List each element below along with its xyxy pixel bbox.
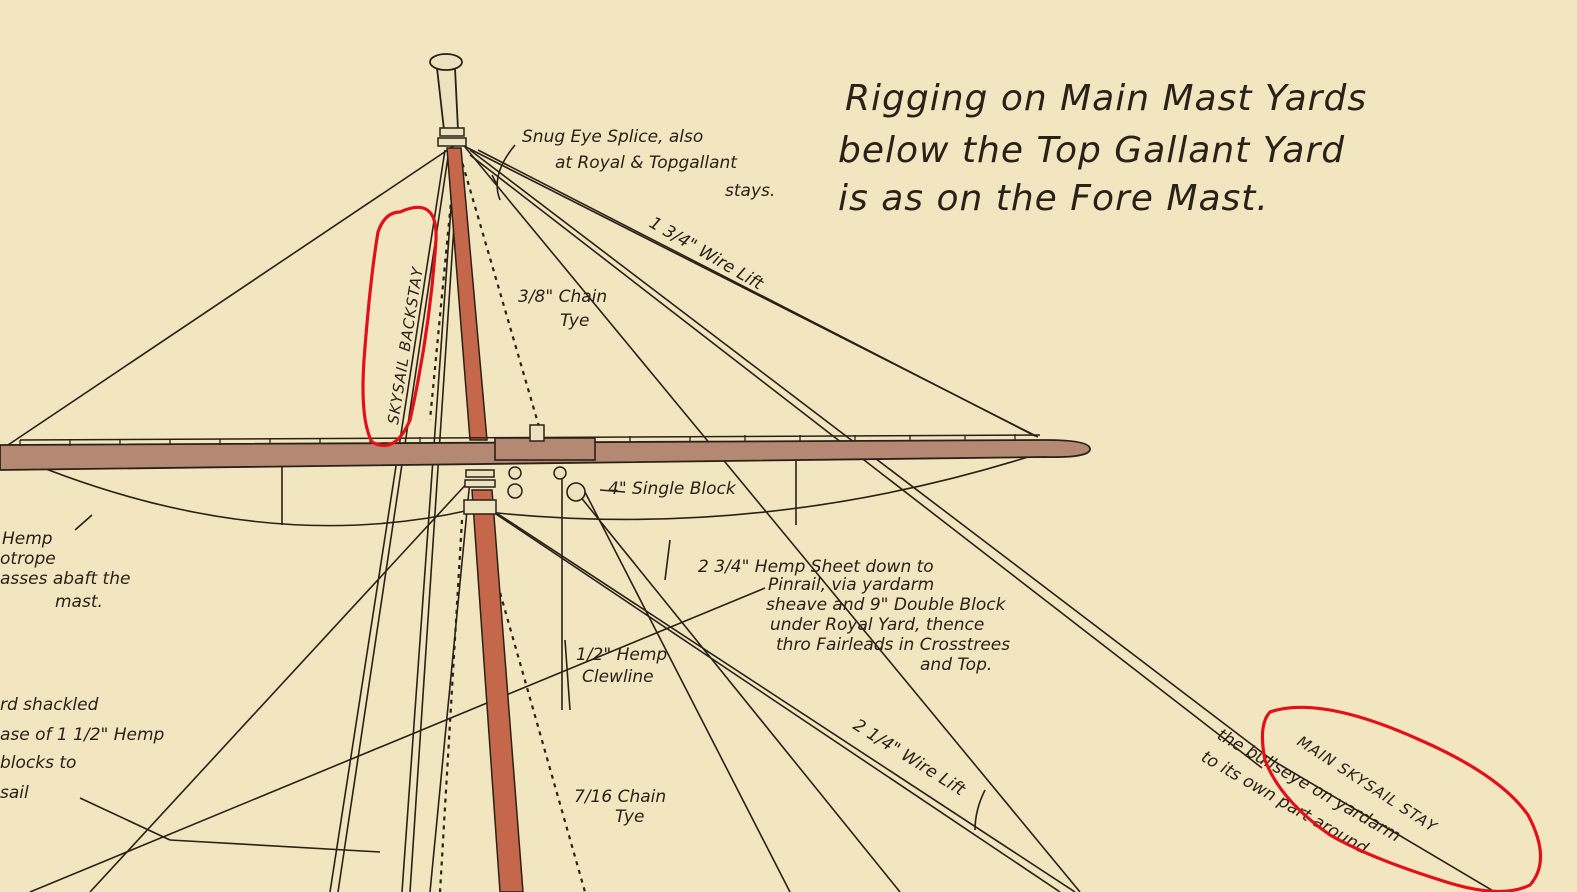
title-line-3: is as on the Fore Mast. (838, 178, 1269, 219)
label-shackled-1: rd shackled (0, 695, 99, 715)
label-hemp-sheet-5: thro Fairleads in Crosstrees (776, 635, 1010, 655)
diagram-title: Rigging on Main Mast Yards below the Top… (838, 78, 1367, 219)
single-block (566, 482, 586, 502)
title-line-2: below the Top Gallant Yard (838, 130, 1345, 171)
mast-lower (471, 489, 524, 892)
rigging-lines (0, 144, 1496, 892)
label-chain-tye-upper-1: 3/8" Chain (518, 287, 607, 307)
label-snug-eye-2: at Royal & Topgallant (555, 153, 738, 173)
mast-truck (429, 53, 463, 71)
label-snug-eye-3: stays. (725, 181, 775, 201)
label-clewline-1: 1/2" Hemp (576, 645, 667, 665)
label-hemp-sheet-2: Pinrail, via yardarm (768, 575, 934, 595)
label-chain-tye-lower-2: Tye (615, 807, 644, 827)
label-hemp-sheet-4: under Royal Yard, thence (770, 615, 984, 635)
label-hemp-sheet-6: and Top. (920, 655, 992, 675)
label-clewline-2: Clewline (582, 667, 654, 687)
label-hemp-sheet-3: sheave and 9" Double Block (766, 595, 1007, 615)
label-snug-eye-1: Snug Eye Splice, also (522, 127, 703, 147)
main-mast (429, 53, 524, 892)
label-footrope-4: mast. (55, 592, 103, 612)
label-shackled-4: sail (0, 783, 29, 803)
mast-upper (446, 147, 488, 441)
label-shackled-2: ase of 1 1/2" Hemp (0, 725, 165, 745)
label-footrope-1: Hemp (2, 529, 53, 549)
label-chain-tye-upper-2: Tye (560, 311, 589, 331)
label-single-block: 4" Single Block (608, 479, 737, 499)
label-hemp-sheet-1: 2 3/4" Hemp Sheet down to (698, 557, 934, 577)
highlight-main-skysail-stay (1260, 705, 1543, 892)
highlight-marks (361, 205, 1543, 892)
highlight-skysail-backstay (361, 205, 438, 448)
label-footrope-3: asses abaft the (0, 569, 130, 589)
label-shackled-3: blocks to (0, 753, 76, 773)
label-chain-tye-lower-1: 7/16 Chain (574, 787, 666, 807)
title-line-1: Rigging on Main Mast Yards (845, 78, 1367, 119)
skysail-yard (0, 424, 1091, 502)
label-footrope-2: otrope (0, 549, 56, 569)
